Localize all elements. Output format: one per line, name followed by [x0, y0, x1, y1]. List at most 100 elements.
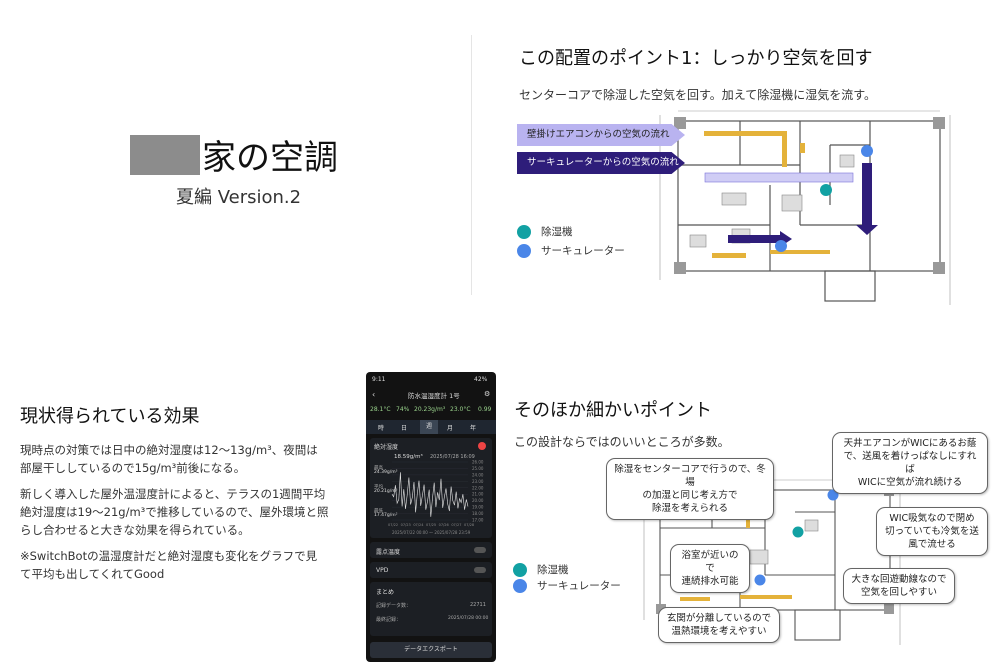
chart-y-tick: 20.00 [472, 498, 484, 503]
redacted-name-block [130, 134, 200, 175]
dehumidifier-dot-icon [513, 562, 527, 577]
callout-ceiling-ac-text: 天井エアコンがWICにあるお蔭 で、送風を着けっぱなしにすれば WICに空気が流… [843, 438, 977, 488]
cover-title: 家の空調 [202, 138, 338, 178]
effects-paragraph-1: 現時点の対策では日中の絶対湿度は12〜13g/m³、夜間は部屋干ししているので1… [20, 441, 328, 477]
chart-y-tick: 24.00 [472, 472, 484, 477]
floorplan-1-columns [674, 117, 945, 274]
tab-month[interactable]: 月 [447, 425, 454, 432]
chart-y-tick: 22.00 [472, 485, 484, 490]
floorplan-1-ac-flow-band [704, 172, 854, 183]
summary-card: まとめ 記録データ数： 22711 最終記録： 2025/07/28 00:00 [370, 582, 492, 636]
current-value: 18.59g/m³ [394, 454, 423, 460]
callout-bathroom: 浴室が近いので 連続排水可能 [670, 544, 750, 593]
avg-value: 20.21g/m³ [374, 489, 398, 494]
legend1-dehumidifier: 除湿機 [517, 224, 573, 239]
settings-gear-icon[interactable]: ⚙ [484, 390, 491, 398]
legend1-circulator: サーキュレーター [517, 243, 625, 258]
point1-heading: この配置のポイント1：しっかり空気を回す [519, 48, 873, 69]
effects-p2-line1: 新しく導入した屋外温湿度計によると、テラスの1週間平均 [20, 487, 326, 501]
reading-dew: 23.0°C [450, 406, 471, 413]
status-time: 9:11 [372, 376, 386, 383]
current-time: 2025/07/28 16:09 [430, 454, 475, 460]
effects-p1-line2: 部屋干ししているので15g/m³前後になる。 [20, 461, 246, 475]
circulator-dot-icon [513, 578, 527, 593]
vpd-toggle[interactable] [474, 567, 486, 573]
ac-flow-label: 壁掛けエアコンからの空気の流れ [527, 129, 670, 140]
last-record-value: 2025/07/28 00:00 [448, 616, 489, 621]
tab-week[interactable]: 週 [420, 420, 438, 434]
floorplan-1-wood [704, 131, 830, 258]
back-arrow-icon[interactable]: ‹ [372, 390, 376, 399]
callout-wic: WIC吸気なので閉め 切っていても冷気を送 風で流せる [876, 507, 988, 556]
callout-bathroom-text: 浴室が近いので 連続排水可能 [681, 550, 739, 587]
callout-loop: 大きな回遊動線なので 空気を回しやすい [843, 568, 955, 604]
floorplan-1-dehumidifier-marker [820, 184, 832, 196]
other-points-heading: そのほか細かいポイント [514, 400, 712, 421]
reading-vpd: 0.99 [478, 406, 492, 413]
floorplan-1-circulator-marker-a [861, 145, 873, 157]
record-count-value: 22711 [470, 602, 486, 608]
chart-x-tick: 07/22 [388, 523, 398, 527]
vpd-row[interactable]: VPD [370, 562, 492, 578]
callout-center-core-text: 除湿をセンターコアで行うので、冬場 の加湿と同じ考え方で 除湿を考えられる [614, 464, 766, 514]
max-value: 24.39g/m³ [374, 470, 398, 475]
effects-paragraph-2: 新しく導入した屋外温湿度計によると、テラスの1週間平均絶対湿度は19〜21g/m… [20, 485, 328, 539]
chart-y-tick: 25.00 [472, 466, 484, 471]
circulator-flow-label: サーキュレーターからの空気の流れ [527, 157, 679, 168]
record-dot-icon [478, 442, 486, 450]
floorplan-1 [659, 110, 951, 305]
floorplan-1-circ-arrow-down [856, 163, 878, 235]
abs-humidity-chart: 26.0025.0024.0023.0022.0021.0020.0019.00… [388, 460, 484, 528]
point1-description: センターコアで除湿した空気を回す。加えて除湿機に湿気を流す。 [519, 88, 877, 102]
tab-day[interactable]: 日 [401, 425, 408, 432]
tab-year[interactable]: 年 [470, 425, 477, 432]
device-title: 防水温湿度計 1号 [408, 392, 460, 400]
vpd-label: VPD [376, 567, 389, 574]
effects-p2-line3: らし合わせると大きな効果を得られている。 [20, 523, 250, 537]
effects-body: 現時点の対策では日中の絶対湿度は12〜13g/m³、夜間は部屋干ししているので1… [20, 441, 328, 591]
reading-temp: 28.1°C [370, 406, 391, 413]
phone-screenshot: 9:11 42% ‹ 防水温湿度計 1号 ⚙ 28.1°C 74% 20.23g… [366, 372, 496, 662]
reading-abs: 20.23g/m³ [414, 406, 446, 413]
chart-range-text: 2025/07/22 00:00 ～ 2025/07/28 23:59 [392, 530, 471, 535]
callout-loop-text: 大きな回遊動線なので 空気を回しやすい [851, 574, 947, 598]
legend1-circulator-label: サーキュレーター [541, 245, 625, 257]
floorplan-1-circulator-marker-b [775, 240, 787, 252]
last-record-label: 最終記録： [376, 617, 402, 623]
callout-ceiling-ac: 天井エアコンがWICにあるお蔭 で、送風を着けっぱなしにすれば WICに空気が流… [832, 432, 988, 494]
max-label: 最高 [374, 466, 383, 471]
effects-p3-line1: ※SwitchBotの温湿度計だと絶対湿度も変化をグラフで見 [20, 549, 318, 563]
effects-p1-line1: 現時点の対策では日中の絶対湿度は12〜13g/m³、夜間は [20, 443, 318, 457]
chart-y-tick: 26.00 [472, 460, 484, 465]
readings-row: 28.1°C 74% 20.23g/m³ 23.0°C 0.99 [366, 406, 496, 416]
legend2-circulator-label: サーキュレーター [537, 580, 621, 592]
cover-subtitle: 夏編 Version.2 [176, 187, 302, 208]
phone-header: ‹ 防水温湿度計 1号 ⚙ [366, 390, 496, 402]
other-points-description: この設計ならではのいいところが多数。 [514, 435, 730, 449]
period-tabs: 時 日 週 月 年 [366, 420, 496, 434]
effects-paragraph-3: ※SwitchBotの温湿度計だと絶対湿度も変化をグラフで見て平均も出してくれて… [20, 547, 328, 583]
dew-point-toggle[interactable] [474, 547, 486, 553]
chart-y-tick: 18.00 [472, 511, 484, 516]
chart-y-tick: 19.00 [472, 505, 484, 510]
export-button[interactable]: データエクスポート [370, 642, 492, 658]
callout-wic-text: WIC吸気なので閉め 切っていても冷気を送 風で流せる [885, 513, 979, 550]
callout-entrance: 玄関が分離しているので 温熱環境を考えやすい [658, 607, 780, 643]
chart-x-tick: 07/23 [401, 523, 411, 527]
phone-status-bar: 9:11 42% [366, 376, 496, 386]
export-button-label: データエクスポート [404, 646, 458, 653]
reading-rh: 74% [396, 406, 410, 413]
abs-humidity-series-line [391, 472, 469, 517]
chart-x-tick: 07/28 [464, 523, 474, 527]
effects-p2-line2: 絶対湿度は19〜21g/m³で推移しているので、屋外環境と照 [20, 505, 329, 519]
floorplan-2-circulator-marker-b [754, 574, 766, 586]
abs-humidity-card: 絶対湿度 18.59g/m³ 2025/07/28 16:09 最高 24.39… [370, 438, 492, 538]
dew-point-row[interactable]: 露点温度 [370, 542, 492, 558]
legend2-dehumidifier: 除湿機 [513, 562, 569, 577]
floorplan-2-dehumidifier-marker [792, 526, 804, 538]
legend1-dehumidifier-label: 除湿機 [541, 226, 573, 238]
floorplan-1-walls [677, 120, 941, 302]
vertical-divider [471, 35, 472, 295]
tab-hour[interactable]: 時 [378, 425, 385, 432]
chart-y-tick: 17.00 [472, 518, 484, 523]
